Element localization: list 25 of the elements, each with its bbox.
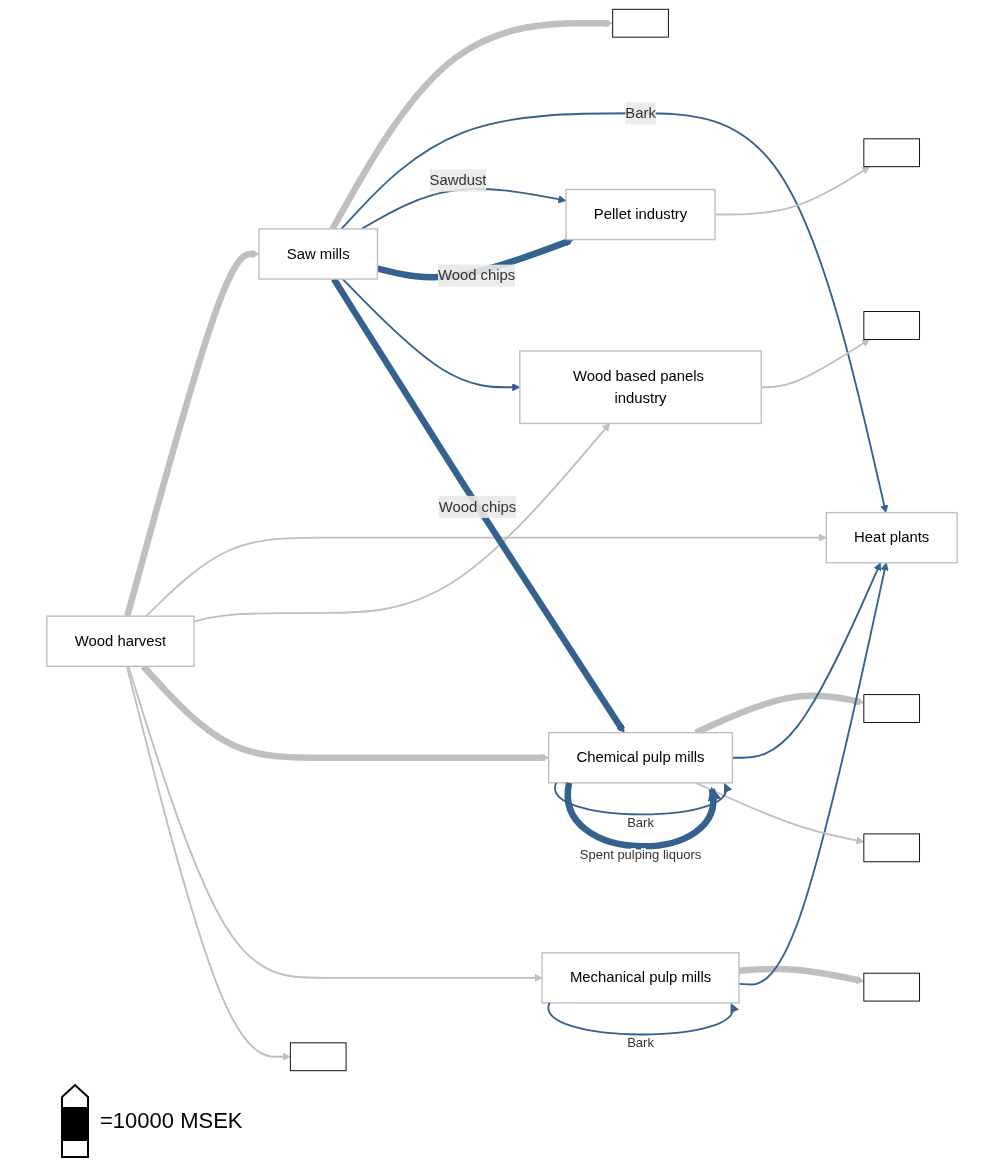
flow-arrow xyxy=(694,781,865,845)
edge-label: Wood chips xyxy=(437,267,516,284)
loop-arrow xyxy=(565,782,720,850)
node-box: Heat plants xyxy=(825,511,958,564)
flow-arrow xyxy=(193,423,611,623)
edge-label: Wood chips xyxy=(438,498,517,515)
node-box: Pellet industry xyxy=(565,188,716,241)
edge-label: Sawdust xyxy=(429,172,487,188)
loop-arrow xyxy=(554,781,730,816)
edge-label: Spent pulping liquors xyxy=(579,846,702,862)
scale-label: =10000 MSEK xyxy=(100,1108,243,1134)
node-box: Wood based panels industry xyxy=(519,350,762,425)
flow-arrow xyxy=(145,533,827,618)
node-box: Chemical pulp mills xyxy=(548,732,734,784)
flow-arrow xyxy=(738,965,865,984)
node-box: Mechanical pulp mills xyxy=(541,952,740,1004)
edge-label: Bark xyxy=(627,1035,654,1051)
edge-label: Bark xyxy=(625,104,656,121)
flow-arrow xyxy=(127,665,543,982)
node-box: Wood harvest xyxy=(46,615,195,667)
flow-arrow xyxy=(125,665,291,1061)
loop-arrow xyxy=(548,1002,737,1036)
flow-arrow xyxy=(340,112,889,513)
node-box: Saw mills xyxy=(258,228,379,280)
edge-label: Bark xyxy=(627,815,654,831)
